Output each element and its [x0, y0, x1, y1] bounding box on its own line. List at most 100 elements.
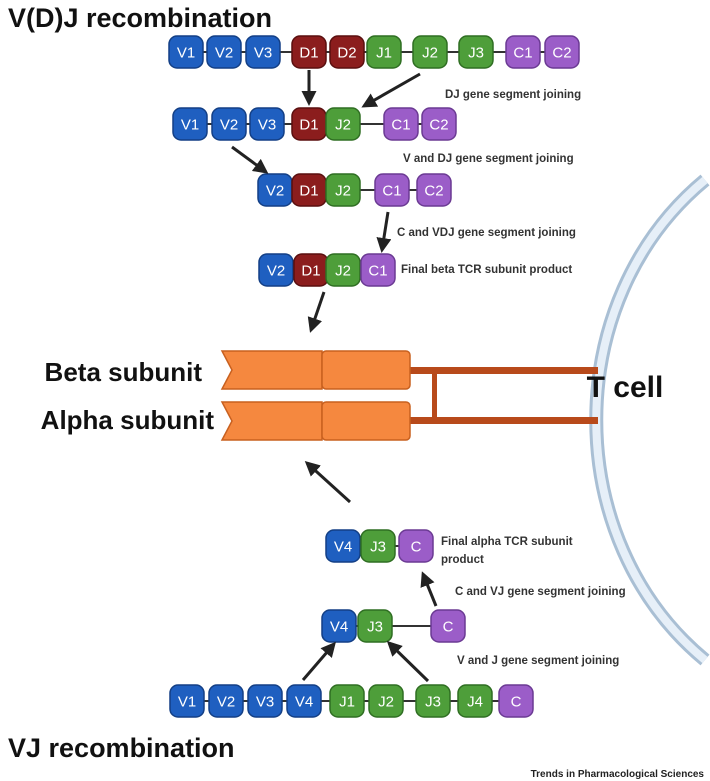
segment-label: C [511, 694, 522, 711]
segment-label: V3 [256, 694, 274, 711]
alpha-stalk [408, 417, 598, 424]
gene-segment-c: C [398, 529, 434, 563]
beta-subunit-label: Beta subunit [45, 357, 203, 387]
gene-segment-d1: D1 [291, 35, 327, 69]
segment-box [416, 173, 452, 207]
journal-credit: Trends in Pharmacological Sciences [531, 769, 705, 780]
segment-label: C1 [368, 263, 387, 280]
segment-label: D1 [301, 263, 320, 280]
t-cell-label: T cell [587, 371, 664, 404]
final-alpha-label-line2: product [441, 554, 484, 566]
segment-label: D1 [299, 45, 318, 62]
segment-box [430, 609, 466, 643]
segment-box [258, 253, 294, 287]
gene-segment-v2: V2 [211, 107, 247, 141]
segment-label: D1 [299, 117, 318, 134]
gene-segment-j2: J2 [368, 684, 404, 718]
gene-segment-v3: V3 [245, 35, 281, 69]
segment-box [368, 684, 404, 718]
segment-label: D2 [337, 45, 356, 62]
alpha-subunit-label: Alpha subunit [41, 405, 215, 435]
segment-box [357, 609, 393, 643]
segment-label: V2 [215, 45, 233, 62]
beta-chain [220, 350, 411, 390]
segment-label: J3 [468, 45, 484, 62]
segment-label: J2 [335, 117, 351, 134]
segment-label: D1 [299, 183, 318, 200]
segment-label: V2 [266, 183, 284, 200]
segment-box [247, 684, 283, 718]
gene-segment-c1: C1 [505, 35, 541, 69]
gene-segment-j2: J2 [325, 107, 361, 141]
segment-label: J3 [370, 539, 386, 556]
segment-box [415, 684, 451, 718]
segment-label: J2 [378, 694, 394, 711]
gene-segment-c1: C1 [383, 107, 419, 141]
segment-label: V4 [334, 539, 352, 556]
gene-segment-j2: J2 [325, 173, 361, 207]
gene-segment-v2: V2 [206, 35, 242, 69]
segment-box [544, 35, 580, 69]
segment-label: V1 [177, 45, 195, 62]
segment-box [245, 35, 281, 69]
arrow-c-vdj [376, 211, 392, 253]
segment-box [374, 173, 410, 207]
gene-segment-c2: C2 [421, 107, 457, 141]
gene-segment-v2: V2 [257, 173, 293, 207]
v-j-joining-label: V and J gene segment joining [457, 655, 619, 667]
gene-segment-j3: J3 [357, 609, 393, 643]
gene-segment-c: C [430, 609, 466, 643]
segment-box [329, 35, 365, 69]
gene-segment-d1: D1 [291, 107, 327, 141]
segment-box [286, 684, 322, 718]
segment-box [208, 684, 244, 718]
gene-segment-c1: C1 [374, 173, 410, 207]
segment-box [321, 609, 357, 643]
segment-label: V1 [178, 694, 196, 711]
segment-label: C1 [391, 117, 410, 134]
segment-box [211, 107, 247, 141]
segment-box [366, 35, 402, 69]
gene-segment-j2: J2 [325, 253, 361, 287]
segment-label: C [411, 539, 422, 556]
beta-stalk [408, 367, 598, 374]
segment-label: V2 [217, 694, 235, 711]
gene-segment-c1: C1 [360, 253, 396, 287]
c-vj-joining-label: C and VJ gene segment joining [455, 586, 626, 598]
segment-label: C [443, 619, 454, 636]
segment-label: C2 [424, 183, 443, 200]
gene-segment-j4: J4 [457, 684, 493, 718]
arrow-to-beta-chain [307, 291, 326, 333]
gene-segment-v1: V1 [168, 35, 204, 69]
segment-box [249, 107, 285, 141]
gene-segment-v3: V3 [247, 684, 283, 718]
segment-label: V3 [254, 45, 272, 62]
segment-box [498, 684, 534, 718]
gene-segment-c2: C2 [416, 173, 452, 207]
arrow-j3-up [386, 640, 430, 683]
segment-box [457, 684, 493, 718]
segment-label: J4 [467, 694, 483, 711]
segment-box [325, 253, 361, 287]
beta-vdj-row: V2 D1 J2 C1 C2 [257, 173, 452, 207]
segment-label: C1 [382, 183, 401, 200]
gene-segment-v4: V4 [321, 609, 357, 643]
gene-segment-d1: D1 [293, 253, 329, 287]
segment-label: V4 [330, 619, 348, 636]
vj-recombination-title: VJ recombination [8, 733, 235, 763]
segment-label: V4 [295, 694, 313, 711]
segment-box [360, 253, 396, 287]
segment-label: C2 [429, 117, 448, 134]
final-beta-label: Final beta TCR subunit product [401, 264, 572, 276]
gene-segment-j1: J1 [329, 684, 365, 718]
segment-label: J3 [425, 694, 441, 711]
segment-box [325, 173, 361, 207]
segment-box [291, 35, 327, 69]
segment-box [412, 35, 448, 69]
segment-box [398, 529, 434, 563]
segment-box [325, 529, 361, 563]
gene-segment-v1: V1 [172, 107, 208, 141]
